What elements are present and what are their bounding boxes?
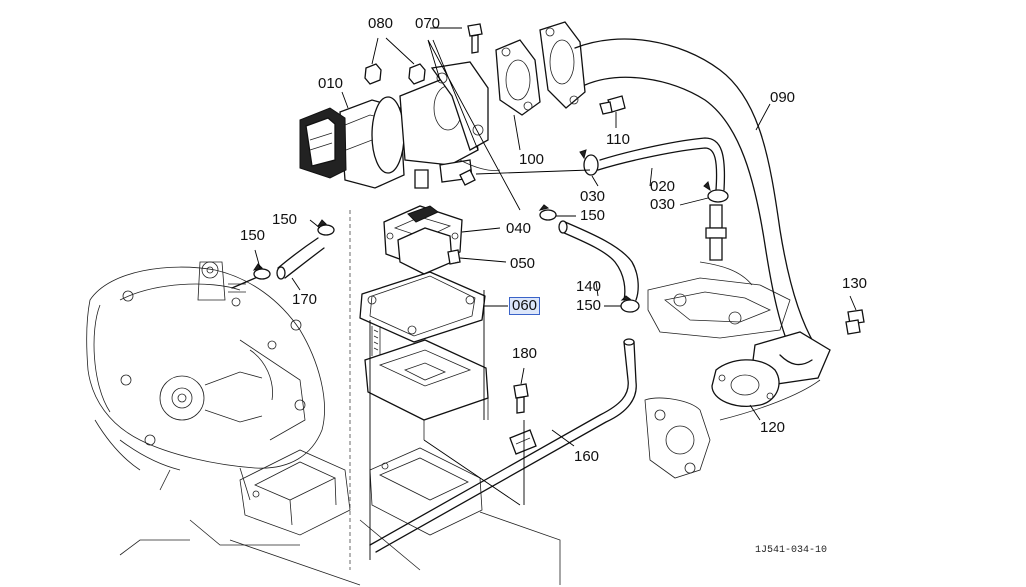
nut-080 [364,63,426,85]
callout-150-lower-right[interactable]: 150 [576,297,602,314]
callout-150-upper-left[interactable]: 150 [272,211,298,228]
callout-060[interactable]: 060 [508,297,541,315]
hose-140 [558,220,639,301]
bolt-050 [447,249,461,265]
bolt-180 [513,383,529,414]
callout-020[interactable]: 020 [650,178,676,195]
callout-010[interactable]: 010 [318,75,344,92]
reed-valve-040 [383,205,463,275]
gasket-100 [495,21,586,116]
callout-050[interactable]: 050 [510,255,536,272]
hose-fitting [705,204,727,261]
bolt-110 [599,95,626,115]
bolt-070 [467,23,483,54]
callout-160[interactable]: 160 [574,448,600,465]
hose-170 [276,237,325,280]
callout-170[interactable]: 170 [292,291,318,308]
gasket-120 [711,359,780,407]
exhaust-manifold-outline [644,261,821,479]
engine-front-housing [86,261,325,556]
callout-070[interactable]: 070 [415,15,441,32]
callout-150-lower-left[interactable]: 150 [240,227,266,244]
hose-020 [597,137,726,191]
pipe-160 [369,338,637,553]
gasket-060 [359,271,486,343]
callout-080[interactable]: 080 [368,15,394,32]
callout-030-upper[interactable]: 030 [580,188,606,205]
adapter-block [364,326,489,440]
callout-040[interactable]: 040 [506,220,532,237]
plug-130 [845,309,865,335]
callout-130[interactable]: 130 [842,275,868,292]
callout-110[interactable]: 110 [606,131,630,148]
callout-140[interactable]: 140 [576,278,602,295]
callout-030-right[interactable]: 030 [650,196,676,213]
figure-id: 1J541-034-10 [755,545,828,556]
callout-090[interactable]: 090 [770,89,796,106]
callout-120[interactable]: 120 [760,419,786,436]
callout-180[interactable]: 180 [512,345,538,362]
leader-lines [254,27,857,560]
callout-150-upper-right[interactable]: 150 [580,207,606,224]
callout-100[interactable]: 100 [519,151,545,168]
clamp-150 [252,204,640,313]
